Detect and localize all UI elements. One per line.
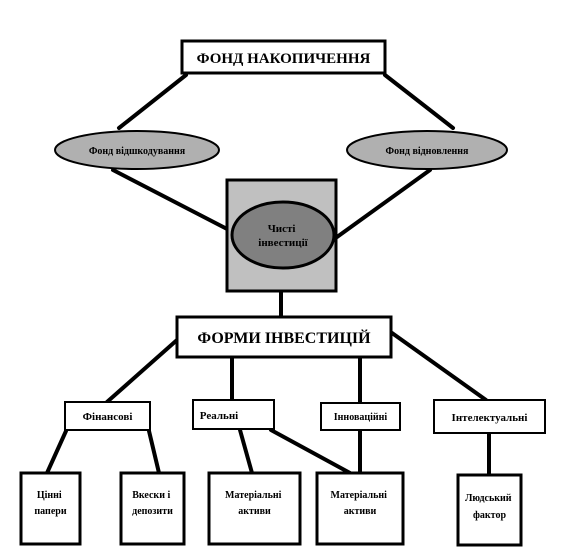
intellectual-label: Інтелектуальні bbox=[452, 412, 528, 424]
material-assets-1-line1: Матеріальні bbox=[225, 490, 282, 501]
real-node: Реальні bbox=[192, 399, 275, 430]
renewal-fund-node: Фонд відновлення bbox=[346, 130, 508, 170]
net-investment-label-line1: Чисті bbox=[268, 223, 296, 235]
connector-fund-renewal bbox=[383, 73, 455, 130]
connector-financial-securities bbox=[45, 429, 68, 475]
compensation-fund-label: Фонд відшкодування bbox=[89, 146, 186, 157]
connector-real-material1 bbox=[238, 428, 254, 475]
deposits-label-line2: депозити bbox=[132, 506, 173, 517]
renewal-fund-label: Фонд відновлення bbox=[386, 146, 470, 157]
human-factor-node: Людський фактор bbox=[456, 473, 523, 547]
connector-fund-compensation bbox=[117, 73, 188, 130]
connector-forms-intellectual bbox=[390, 331, 488, 402]
innovative-label: Інноваційні bbox=[334, 412, 388, 423]
connectors bbox=[45, 73, 491, 477]
net-investment-label-line2: інвестиції bbox=[258, 237, 308, 249]
fund-node: ФОНД НАКОПИЧЕННЯ bbox=[180, 39, 387, 75]
connector-compensation-net bbox=[111, 168, 231, 232]
human-factor-line1: Людський bbox=[465, 493, 512, 504]
material-assets-2-line1: Матеріальні bbox=[331, 490, 388, 501]
compensation-fund-node: Фонд відшкодування bbox=[54, 130, 220, 170]
real-label: Реальні bbox=[200, 410, 238, 422]
deposits-node: Вкески і депозити bbox=[119, 471, 186, 546]
financial-node: Фінансові bbox=[64, 401, 151, 431]
material-assets-2-line2: активи bbox=[344, 506, 377, 517]
net-investment-node: Чисті інвестиції bbox=[225, 178, 338, 293]
material-assets-2-node: Матеріальні активи bbox=[315, 471, 405, 546]
connector-financial-deposits bbox=[147, 429, 161, 475]
net-investment-label: Чисті інвестиції bbox=[258, 223, 308, 249]
connector-forms-financial bbox=[105, 338, 179, 404]
securities-node: Цінні папери bbox=[19, 471, 82, 546]
material-assets-2-label: Матеріальні активи bbox=[331, 490, 390, 517]
intellectual-node: Інтелектуальні bbox=[433, 399, 546, 434]
connector-renewal-net bbox=[335, 168, 432, 239]
securities-label-line1: Цінні bbox=[37, 490, 62, 501]
financial-label: Фінансові bbox=[83, 411, 133, 423]
human-factor-line2: фактор bbox=[473, 510, 506, 521]
connector-real-material2 bbox=[269, 428, 352, 475]
deposits-label: Вкески і депозити bbox=[132, 490, 173, 517]
material-assets-1-node: Матеріальні активи bbox=[207, 471, 302, 546]
fund-label: ФОНД НАКОПИЧЕННЯ bbox=[197, 51, 371, 67]
deposits-label-line1: Вкески і bbox=[132, 490, 170, 501]
securities-label: Цінні папери bbox=[34, 490, 66, 517]
forms-label: ФОРМИ ІНВЕСТИЦІЙ bbox=[197, 328, 371, 347]
forms-node: ФОРМИ ІНВЕСТИЦІЙ bbox=[175, 315, 393, 359]
innovative-node: Інноваційні bbox=[320, 402, 401, 431]
securities-label-line2: папери bbox=[34, 506, 66, 517]
material-assets-1-line2: активи bbox=[238, 506, 271, 517]
human-factor-label: Людський фактор bbox=[465, 493, 514, 521]
material-assets-1-label: Матеріальні активи bbox=[225, 490, 284, 517]
